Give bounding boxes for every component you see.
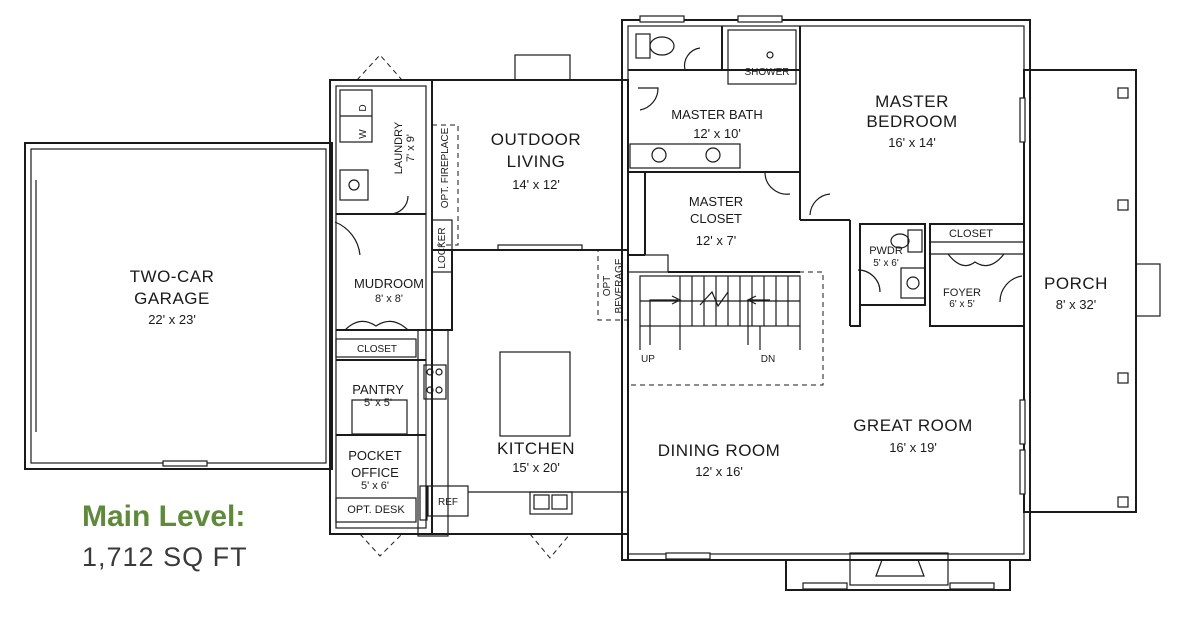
office-label-1: POCKET bbox=[348, 448, 402, 463]
kitchen-label: KITCHEN bbox=[497, 439, 575, 458]
pantry-label: PANTRY bbox=[352, 382, 404, 397]
kitchen-dim: 15' x 20' bbox=[512, 460, 560, 475]
master-suite-walls bbox=[628, 15, 850, 273]
master-closet-label-1: MASTER bbox=[689, 194, 743, 209]
locker-label: LOCKER bbox=[437, 227, 448, 268]
pwdr-dim: 5' x 6' bbox=[873, 258, 899, 269]
garage-walls bbox=[24, 142, 333, 470]
laundry-dim: 7' x 9' bbox=[405, 134, 417, 162]
ref-label: REF bbox=[438, 497, 458, 508]
master-closet-label-2: CLOSET bbox=[690, 211, 742, 226]
fireplace-label: OPT. FIREPLACE bbox=[440, 127, 451, 208]
mudroom-label: MUDROOM bbox=[354, 276, 424, 291]
dryer-label: D bbox=[358, 104, 369, 111]
left-wing-walls bbox=[329, 54, 433, 557]
master-bed-dim: 16' x 14' bbox=[888, 135, 936, 150]
garage-dim: 22' x 23' bbox=[148, 312, 196, 327]
laundry-label: LAUNDRY bbox=[393, 121, 405, 174]
main-block-walls bbox=[417, 19, 1031, 591]
outdoor-label-2: LIVING bbox=[507, 152, 566, 171]
pwdr-label: PWDR bbox=[869, 245, 903, 257]
mudroom-dim: 8' x 8' bbox=[375, 293, 403, 305]
foyer-closet-label: CLOSET bbox=[949, 228, 993, 240]
master-bath-label: MASTER BATH bbox=[671, 107, 763, 122]
beverage-label-1: OPT bbox=[602, 276, 613, 297]
pantry-dim: 5' x 5' bbox=[364, 397, 392, 409]
washer-label: W bbox=[358, 129, 369, 139]
outdoor-dim: 14' x 12' bbox=[512, 177, 560, 192]
porch-label: PORCH bbox=[1044, 274, 1108, 293]
garage-label-2: GARAGE bbox=[134, 289, 210, 308]
office-dim: 5' x 6' bbox=[361, 480, 389, 492]
great-room-dim: 16' x 19' bbox=[889, 440, 937, 455]
level-area: 1,712 SQ FT bbox=[82, 542, 248, 572]
master-bed-label-1: MASTER bbox=[875, 92, 949, 111]
stairs-up-label: UP bbox=[641, 354, 655, 365]
shower-label: SHOWER bbox=[745, 67, 790, 78]
garage-label-1: TWO-CAR bbox=[130, 267, 215, 286]
master-bath-dim: 12' x 10' bbox=[693, 126, 741, 141]
foyer-dim: 6' x 5' bbox=[949, 299, 975, 310]
outdoor-label-1: OUTDOOR bbox=[491, 130, 581, 149]
stairs-down-label: DN bbox=[761, 354, 775, 365]
opt-desk-label: OPT. DESK bbox=[347, 504, 405, 516]
mud-closet-label: CLOSET bbox=[357, 344, 397, 355]
foyer-label: FOYER bbox=[943, 287, 981, 299]
beverage-label-2: BEVERAGE bbox=[614, 258, 625, 313]
porch bbox=[1019, 69, 1161, 513]
porch-dim: 8' x 32' bbox=[1056, 297, 1096, 312]
level-title: Main Level: bbox=[82, 500, 246, 533]
entry-walls bbox=[849, 220, 1025, 327]
stairs bbox=[627, 254, 801, 350]
office-label-2: OFFICE bbox=[351, 465, 399, 480]
master-bed-label-2: BEDROOM bbox=[866, 112, 957, 131]
great-room-label: GREAT ROOM bbox=[853, 416, 973, 435]
dining-label: DINING ROOM bbox=[658, 441, 781, 460]
master-closet-dim: 12' x 7' bbox=[696, 233, 736, 248]
dining-dim: 12' x 16' bbox=[695, 464, 743, 479]
